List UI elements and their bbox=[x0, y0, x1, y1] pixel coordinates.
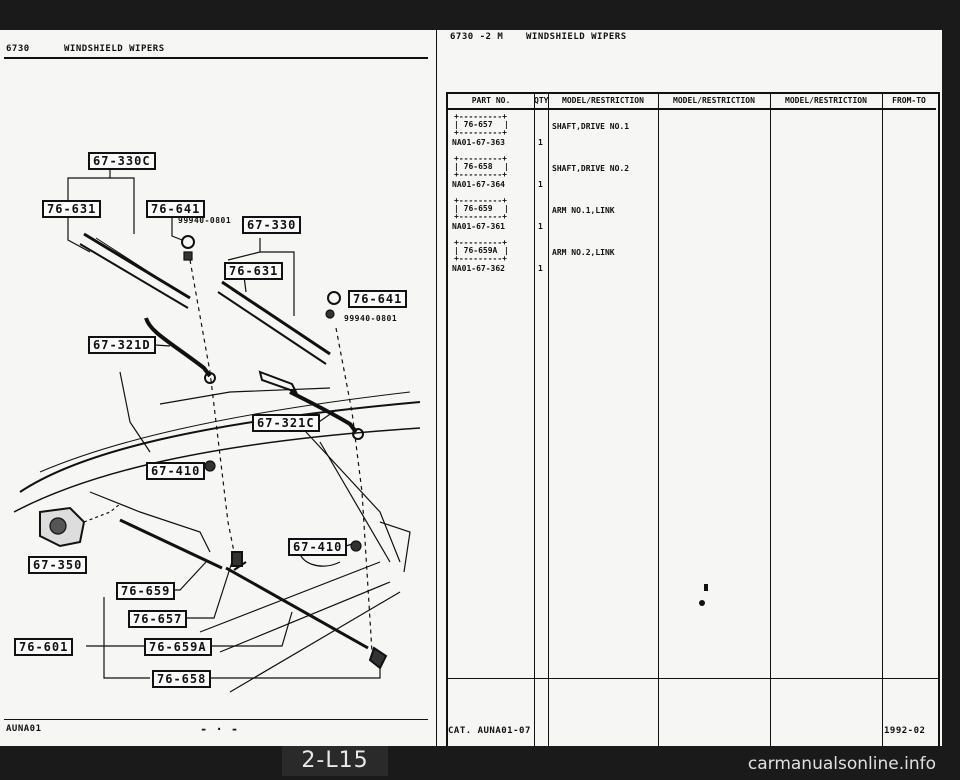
row-border-bottom: +---------+ bbox=[454, 254, 507, 263]
table-bottom-rule bbox=[448, 678, 938, 679]
page-divider bbox=[436, 30, 437, 746]
row-qty: 1 bbox=[538, 264, 543, 273]
callout-76-641-a: 76-641 bbox=[146, 200, 206, 218]
callout-67-410-b: 67-410 bbox=[288, 538, 348, 556]
callout-76-657: 76-657 bbox=[128, 610, 188, 628]
row-ref: | 76-659A bbox=[454, 246, 498, 255]
row-border-top: +---------+ bbox=[454, 112, 507, 121]
row-description: SHAFT,DRIVE NO.2 bbox=[552, 164, 630, 173]
row-ref: | 76-658 bbox=[454, 162, 493, 171]
col-divider bbox=[658, 94, 659, 750]
row-border-top: +---------+ bbox=[454, 196, 507, 205]
row-qty: 1 bbox=[538, 222, 543, 231]
header-model-restriction-2: MODEL/RESTRICTION bbox=[658, 94, 770, 110]
scan-speck bbox=[704, 584, 708, 591]
row-description: ARM NO.2,LINK bbox=[552, 248, 615, 257]
page-number-badge: 2-L15 bbox=[282, 746, 388, 776]
callout-76-659: 76-659 bbox=[116, 582, 176, 600]
callout-76-631-a: 76-631 bbox=[42, 200, 102, 218]
left-footer-rule bbox=[4, 719, 428, 720]
right-section-code: 6730 -2 M bbox=[450, 32, 504, 42]
col-divider bbox=[548, 94, 549, 750]
callout-76-631-b: 76-631 bbox=[224, 262, 284, 280]
callout-99940-0801-b: 99940-0801 bbox=[344, 314, 398, 323]
row-description: ARM NO.1,LINK bbox=[552, 206, 615, 215]
callout-76-641-b: 76-641 bbox=[348, 290, 408, 308]
row-border-top: +---------+ bbox=[454, 238, 507, 247]
row-part-number: NA01-67-362 bbox=[452, 264, 505, 273]
row-part-number: NA01-67-363 bbox=[452, 138, 505, 147]
scan-border-right bbox=[942, 0, 960, 780]
scan-speck bbox=[699, 600, 705, 606]
row-ref: | 76-659 bbox=[454, 204, 493, 213]
scan-border-top bbox=[0, 0, 960, 30]
header-part-no: PART NO. bbox=[448, 94, 534, 110]
site-watermark: carmanualsonline.info bbox=[747, 754, 936, 774]
row-border-bottom: +---------+ bbox=[454, 170, 507, 179]
footer-dashes: - · - bbox=[200, 722, 239, 736]
catalog-sheet: 6730 WINDSHIELD WIPERS 6730 -2 M WINDSHI… bbox=[0, 30, 942, 752]
callout-76-601: 76-601 bbox=[14, 638, 74, 656]
catalog-number: CAT. AUNA01-07 bbox=[448, 726, 531, 736]
row-border-bottom: +---------+ bbox=[454, 212, 507, 221]
right-section-title: WINDSHIELD WIPERS bbox=[526, 32, 627, 42]
callout-76-658: 76-658 bbox=[152, 670, 212, 688]
callout-67-330C: 67-330C bbox=[88, 152, 156, 170]
wiper-assembly-drawing bbox=[13, 156, 421, 693]
callout-67-330: 67-330 bbox=[242, 216, 302, 234]
header-model-restriction-1: MODEL/RESTRICTION bbox=[548, 94, 658, 110]
col-divider bbox=[534, 94, 535, 750]
callout-67-321C: 67-321C bbox=[252, 414, 320, 432]
row-border-top: +---------+ bbox=[454, 154, 507, 163]
parts-table: PART NO. QTY MODEL/RESTRICTION MODEL/RES… bbox=[446, 92, 940, 752]
row-qty: 1 bbox=[538, 138, 543, 147]
scan-border-bottom bbox=[0, 746, 960, 780]
row-qty: 1 bbox=[538, 180, 543, 189]
left-section-number: 6730 bbox=[6, 44, 30, 54]
callout-67-321D: 67-321D bbox=[88, 336, 156, 354]
row-part-number: NA01-67-364 bbox=[452, 180, 505, 189]
row-ref: | 76-657 bbox=[454, 120, 493, 129]
callout-99940-0801-a: 99940-0801 bbox=[178, 216, 232, 225]
left-footer-code: AUNA01 bbox=[6, 724, 42, 734]
header-qty: QTY bbox=[534, 94, 548, 110]
callout-67-350: 67-350 bbox=[28, 556, 88, 574]
header-from-to: FROM-TO bbox=[882, 94, 936, 110]
col-divider bbox=[882, 94, 883, 750]
exploded-diagram: 67-330C 76-631 76-641 99940-0801 67-330 … bbox=[0, 92, 430, 732]
row-part-number: NA01-67-361 bbox=[452, 222, 505, 231]
callout-76-659A: 76-659A bbox=[144, 638, 212, 656]
callout-67-410-a: 67-410 bbox=[146, 462, 206, 480]
left-section-title: WINDSHIELD WIPERS bbox=[64, 44, 165, 54]
row-border-bottom: +---------+ bbox=[454, 128, 507, 137]
col-divider bbox=[770, 94, 771, 750]
catalog-date: 1992-02 bbox=[884, 726, 926, 736]
left-header-rule bbox=[4, 57, 428, 59]
row-description: SHAFT,DRIVE NO.1 bbox=[552, 122, 630, 131]
header-model-restriction-3: MODEL/RESTRICTION bbox=[770, 94, 882, 110]
